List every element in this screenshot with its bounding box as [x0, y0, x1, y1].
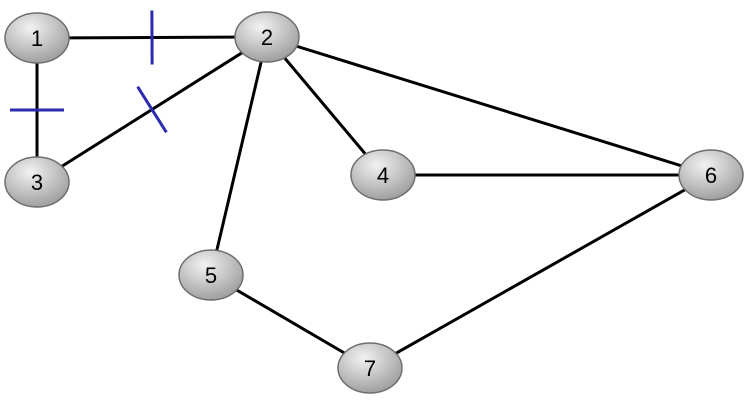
cut-mark-3-2 [136, 85, 168, 134]
node-1: 1 [4, 12, 70, 64]
node-6: 6 [678, 149, 744, 201]
cut-marks-layer [10, 10, 168, 134]
node-4: 4 [350, 149, 416, 201]
node-circle [678, 149, 744, 201]
node-label: 1 [31, 26, 43, 51]
node-7: 7 [337, 342, 403, 394]
edge-2-5 [209, 36, 269, 276]
node-circle [234, 11, 300, 63]
node-3: 3 [4, 156, 70, 208]
node-label: 7 [364, 356, 376, 381]
node-label: 4 [377, 163, 389, 188]
edge-2-4 [265, 36, 385, 176]
node-label: 2 [261, 25, 273, 50]
nodes-layer: 1 2 3 4 5 6 7 [4, 11, 744, 394]
node-label: 5 [205, 263, 217, 288]
node-label: 3 [31, 170, 43, 195]
edge-2-6 [266, 35, 712, 177]
node-label: 6 [705, 163, 717, 188]
edge-5-7 [210, 273, 371, 370]
node-circle [4, 12, 70, 64]
edge-7-6 [369, 173, 712, 370]
node-2: 2 [234, 11, 300, 63]
node-circle [178, 249, 244, 301]
node-circle [337, 342, 403, 394]
node-circle [4, 156, 70, 208]
node-5: 5 [178, 249, 244, 301]
node-circle [350, 149, 416, 201]
